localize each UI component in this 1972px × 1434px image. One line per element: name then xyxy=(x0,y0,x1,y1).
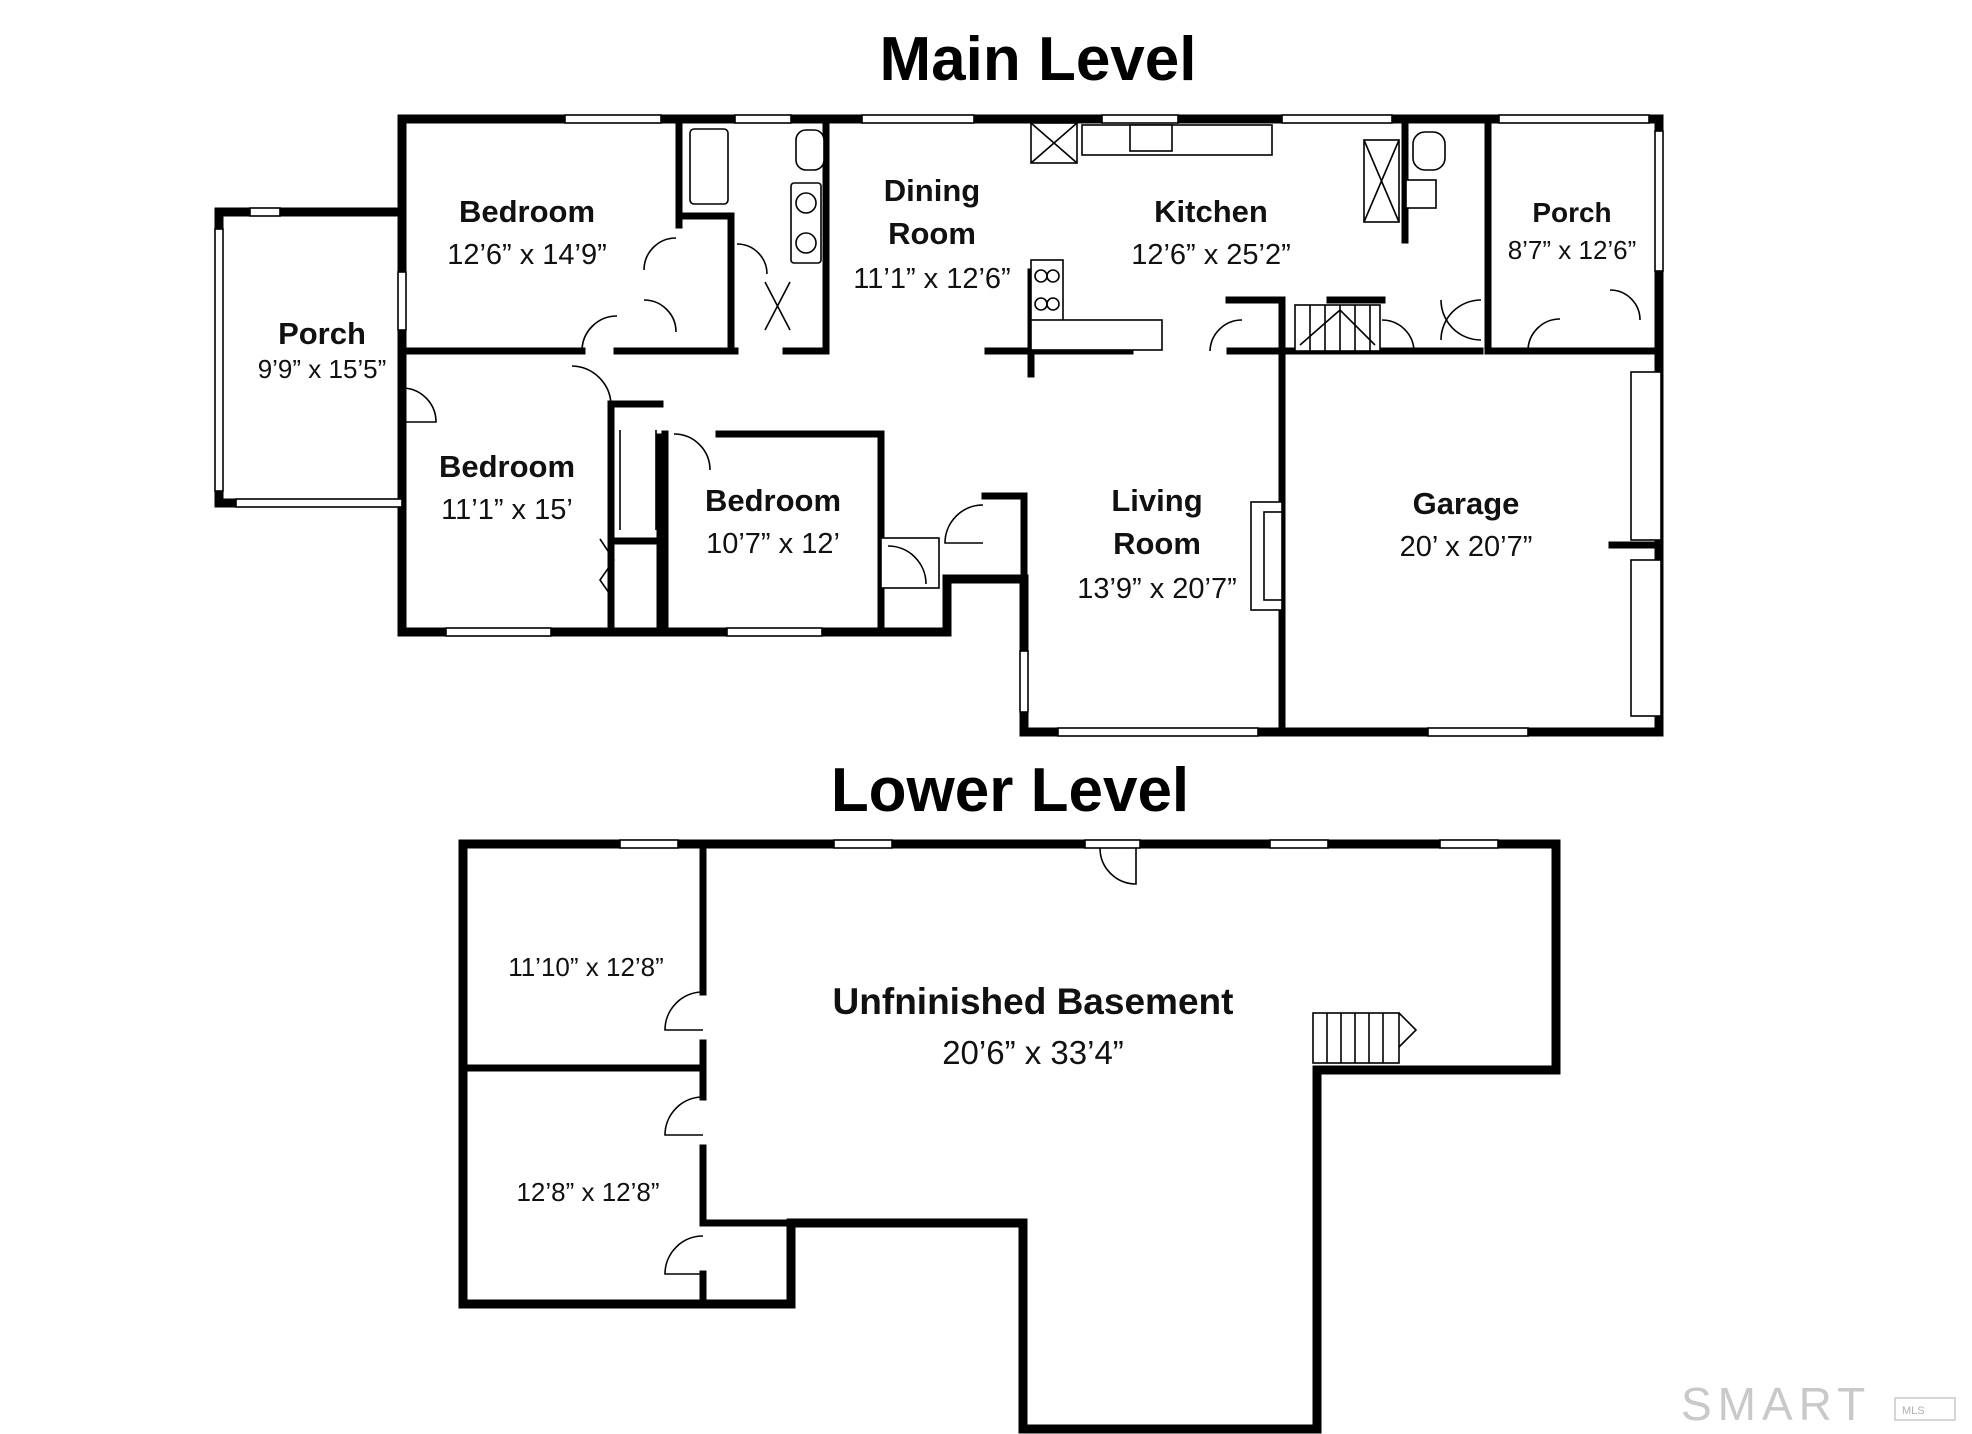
room-living-name-1: Living xyxy=(1111,483,1202,518)
svg-text:MLS: MLS xyxy=(1902,1405,1925,1417)
room-porch-east-name: Porch xyxy=(1532,197,1611,228)
room-garage-name: Garage xyxy=(1413,486,1520,521)
room-bedroom-s-dims: 10’7” x 12’ xyxy=(706,528,840,560)
lower-level-plan: Unfninished Basement 20’6” x 33’4” 11’10… xyxy=(458,839,1561,1434)
main-level-title: Main Level xyxy=(880,25,1197,94)
room-dining-name-2: Room xyxy=(888,216,976,251)
room-kitchen-dims: 12’6” x 25’2” xyxy=(1131,239,1291,271)
lower-stair-icon xyxy=(1312,1012,1418,1064)
room-living-dims: 13’9” x 20’7” xyxy=(1077,573,1237,605)
room-basement-name: Unfninished Basement xyxy=(833,981,1234,1022)
lower-level-title: Lower Level xyxy=(831,756,1189,825)
room-porch-west-dims: 9’9” x 15’5” xyxy=(258,354,387,384)
room-kitchen-name: Kitchen xyxy=(1154,194,1268,229)
room-porch-west-name: Porch xyxy=(278,316,366,351)
room-dining-dims: 11’1” x 12’6” xyxy=(853,263,1010,295)
room-bedroom-sw-dims: 11’1” x 15’ xyxy=(441,494,573,526)
room-bedroom-nw-dims: 12’6” x 14’9” xyxy=(447,239,607,271)
room-basement-dims: 20’6” x 33’4” xyxy=(942,1034,1124,1071)
main-stair-icon xyxy=(1294,304,1381,352)
room-lower-lower-dims: 12’8” x 12’8” xyxy=(516,1177,659,1207)
room-garage-dims: 20’ x 20’7” xyxy=(1400,531,1533,563)
room-bedroom-nw-name: Bedroom xyxy=(459,194,595,229)
room-bedroom-sw-name: Bedroom xyxy=(439,449,575,484)
room-living-name-2: Room xyxy=(1113,526,1201,561)
room-porch-east-dims: 8’7” x 12’6” xyxy=(1508,235,1637,265)
room-bedroom-s-name: Bedroom xyxy=(705,483,841,518)
svg-text:SMART: SMART xyxy=(1681,1378,1871,1430)
main-level-plan: Porch 9’9” x 15’5” Bedroom 12’6” x 14’9”… xyxy=(214,114,1664,737)
smart-mls-logo: SMART MLS xyxy=(1681,1378,1956,1430)
room-lower-upper-dims: 11’10” x 12’8” xyxy=(508,952,664,982)
room-dining-name-1: Dining xyxy=(884,173,980,208)
